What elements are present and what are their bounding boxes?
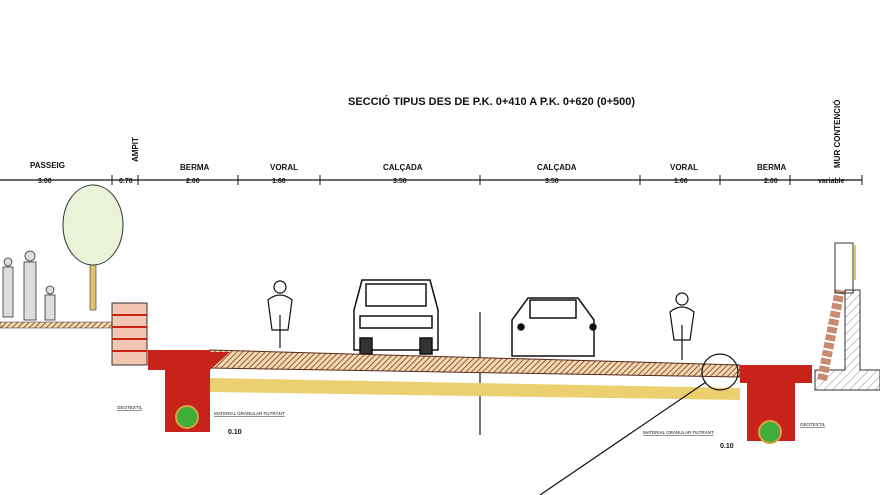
segment-width: 0.70 [119,178,133,185]
segment-width: 3.50 [545,178,559,185]
asphalt-layer [209,349,741,378]
segment-berma-right: BERMA [757,163,787,172]
note-geotextil-right: GEOTEXTIL [800,422,826,427]
note-dim-left: 0.10 [228,429,242,436]
segment-voral-left: VORAL [270,163,298,172]
segment-passeig: PASSEIG [30,161,65,170]
segment-berma-left: BERMA [180,163,210,172]
cyclist-right-icon [669,292,695,360]
segment-calcada-left: CALÇADA [383,163,423,172]
dimension-line [0,175,863,185]
segment-width: 2.00 [764,178,778,185]
segment-ampit: AMPIT [131,137,140,162]
segment-voral-right: VORAL [670,163,698,172]
note-material-left: MATERIAL GRANULAR FILTRANT [214,411,285,416]
note-dim-right: 0.10 [720,443,734,450]
right-drain-pipe [758,420,782,444]
granular-subbase-layer [210,378,740,400]
segment-labels: PASSEIG 3.00 AMPIT 0.70 BERMA 2.00 VORAL… [30,100,845,185]
sidewalk-surface [0,321,116,329]
segment-calcada-right: CALÇADA [537,163,577,172]
annotations: GEOTEXTIL MATERIAL GRANULAR FILTRANT 0.1… [117,405,826,450]
right-concrete-foundation [740,365,812,441]
detail-leader [539,381,707,495]
segment-width: 1.60 [272,178,286,185]
tree-icon [62,184,124,311]
retaining-wall [814,242,880,391]
segment-width: 3.00 [38,178,52,185]
note-geotextil-left: GEOTEXTIL [117,405,143,410]
detail-circle [701,353,739,391]
car-left-icon [353,279,439,355]
car-right-icon [511,297,597,357]
cyclist-left-icon [267,280,293,348]
pedestrians-icon [2,250,56,321]
parapet-bricks [112,314,147,352]
segment-mur-contencio: MUR CONTENCIÓ [833,100,842,168]
segment-width: 1.60 [674,178,688,185]
parapet-wall [111,302,148,366]
left-concrete-foundation [148,350,230,432]
left-drain-pipe [175,405,199,429]
segment-width: 2.00 [186,178,200,185]
segment-width: variable [818,178,845,185]
segment-width: 3.50 [393,178,407,185]
section-title: SECCIÓ TIPUS DES DE P.K. 0+410 A P.K. 0+… [348,95,635,108]
note-material-right: MATERIAL GRANULAR FILTRANT [643,430,714,435]
